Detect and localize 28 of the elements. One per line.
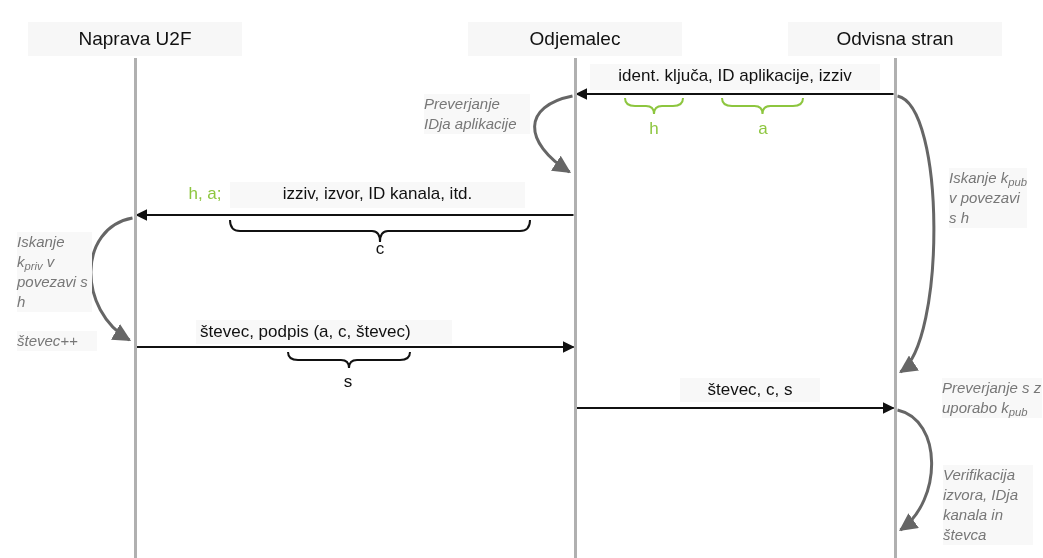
note-text: števec++	[17, 331, 97, 351]
arrow	[135, 209, 575, 221]
brace-label: h	[648, 118, 660, 140]
participant-header: Odjemalec	[468, 22, 682, 56]
message-label: števec, c, s	[680, 378, 820, 402]
arrow	[575, 88, 895, 100]
participant-header: Odvisna stran	[788, 22, 1002, 56]
curved-arrow	[533, 94, 573, 174]
curved-arrow	[896, 94, 936, 374]
message-label: števec, podpis (a, c, števec)	[196, 320, 452, 344]
lifeline	[893, 58, 897, 558]
brace-label: h, a;	[187, 183, 223, 205]
note-text: Iskanje k$_{pub}$ v povezavi s h	[949, 168, 1027, 228]
arrow	[135, 341, 575, 353]
brace-label: c	[374, 238, 386, 260]
brace-label: a	[757, 118, 769, 140]
lifeline	[133, 58, 137, 558]
message-label: izziv, izvor, ID kanala, itd.	[230, 182, 525, 208]
arrow	[575, 402, 895, 414]
participant-header: Naprava U2F	[28, 22, 242, 56]
lifeline	[573, 58, 577, 558]
note-text: Preverjanje IDja aplikacije	[424, 94, 530, 134]
message-label: ident. ključa, ID aplikacije, izziv	[590, 64, 880, 90]
note-text: Iskanje k$_{priv}$ v povezavi s h	[17, 232, 92, 312]
note-text: Verifikacija izvora, IDja kanala in števca	[943, 465, 1033, 545]
curved-arrow	[896, 408, 934, 532]
note-text: Preverjanje s z uporabo k$_{pub}$	[942, 378, 1042, 418]
brace-label: s	[342, 371, 354, 393]
